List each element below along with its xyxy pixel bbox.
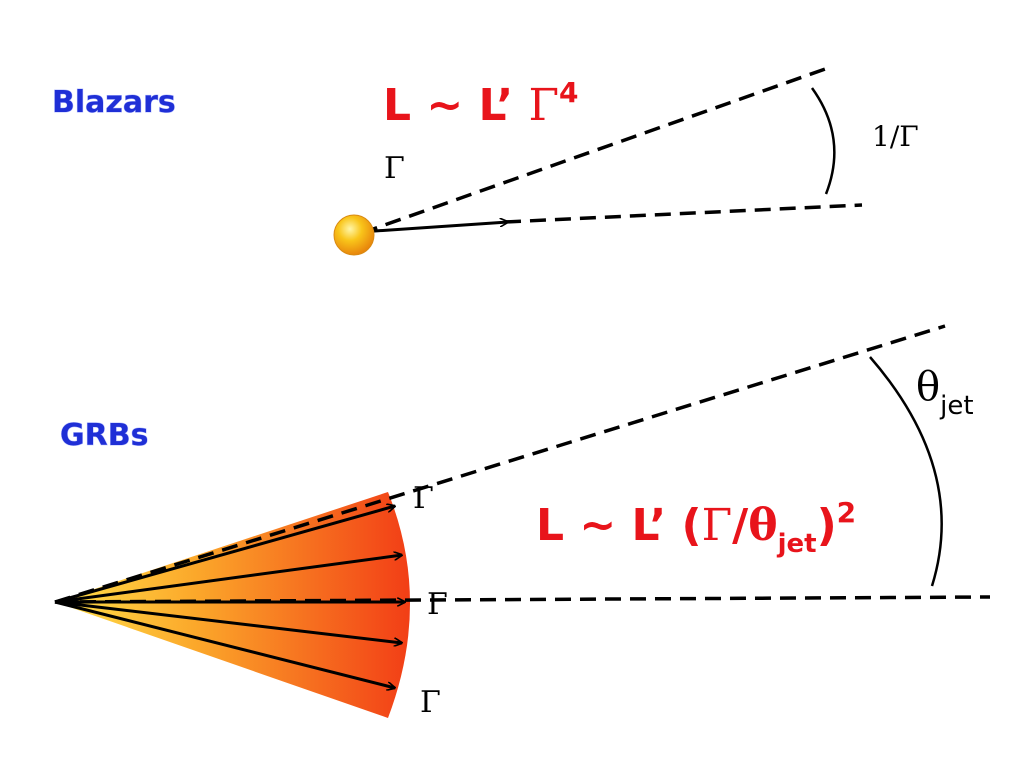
- grb-upper-cone-line: [54, 324, 946, 604]
- blazars-formula-base: L ~ L’: [383, 80, 529, 131]
- blazars-angle-label: 1/Γ: [872, 120, 919, 153]
- grb-gamma-label-top: Γ: [413, 481, 434, 516]
- blazars-title: Blazars: [52, 85, 176, 120]
- grbs-formula-slash: /: [732, 500, 749, 551]
- grbs-formula-power: 2: [837, 496, 856, 529]
- grb-jet-angle-label: θjet: [916, 364, 974, 421]
- blazars-source-sphere: [333, 214, 375, 256]
- blazars-angle-arc: [810, 87, 836, 195]
- grb-fireball-cone: [55, 492, 410, 718]
- grbs-title: GRBs: [60, 418, 148, 453]
- grbs-section: GRBs Γ Γ Γ θjet L ~ L’ (Γ/θjet)2: [54, 324, 991, 720]
- blazars-formula-gamma: Γ: [529, 80, 560, 131]
- blazars-gamma-label: Γ: [384, 151, 405, 186]
- grb-jet-angle-theta: θ: [916, 364, 940, 410]
- grbs-formula: L ~ L’ (Γ/θjet)2: [536, 496, 856, 559]
- blazars-lower-cone-line: [504, 203, 863, 224]
- blazars-formula: L ~ L’ Γ4: [383, 76, 579, 131]
- grbs-formula-base: L ~ L’ (: [536, 500, 702, 551]
- grb-velocity-arrow: [54, 600, 402, 643]
- grbs-formula-gamma: Γ: [702, 500, 733, 551]
- blazars-velocity-arrow: [359, 222, 508, 234]
- grb-velocity-arrow: [54, 600, 395, 688]
- grb-gamma-label-middle: Γ: [427, 587, 448, 622]
- grbs-formula-theta: θ: [748, 500, 777, 551]
- grb-jet-angle-arc: [869, 356, 943, 587]
- grb-gamma-label-bottom: Γ: [420, 685, 441, 720]
- blazars-upper-cone-line: [361, 66, 829, 235]
- blazars-formula-power: 4: [559, 76, 578, 109]
- grbs-formula-sub: jet: [777, 529, 817, 559]
- grbs-formula-close: ): [817, 500, 837, 551]
- grb-jet-angle-sub: jet: [939, 391, 973, 421]
- grb-velocity-arrow: [54, 506, 395, 604]
- blazars-section: Blazars L ~ L’ Γ4 Γ 1/Γ: [52, 66, 919, 256]
- grb-velocity-arrow: [54, 555, 402, 604]
